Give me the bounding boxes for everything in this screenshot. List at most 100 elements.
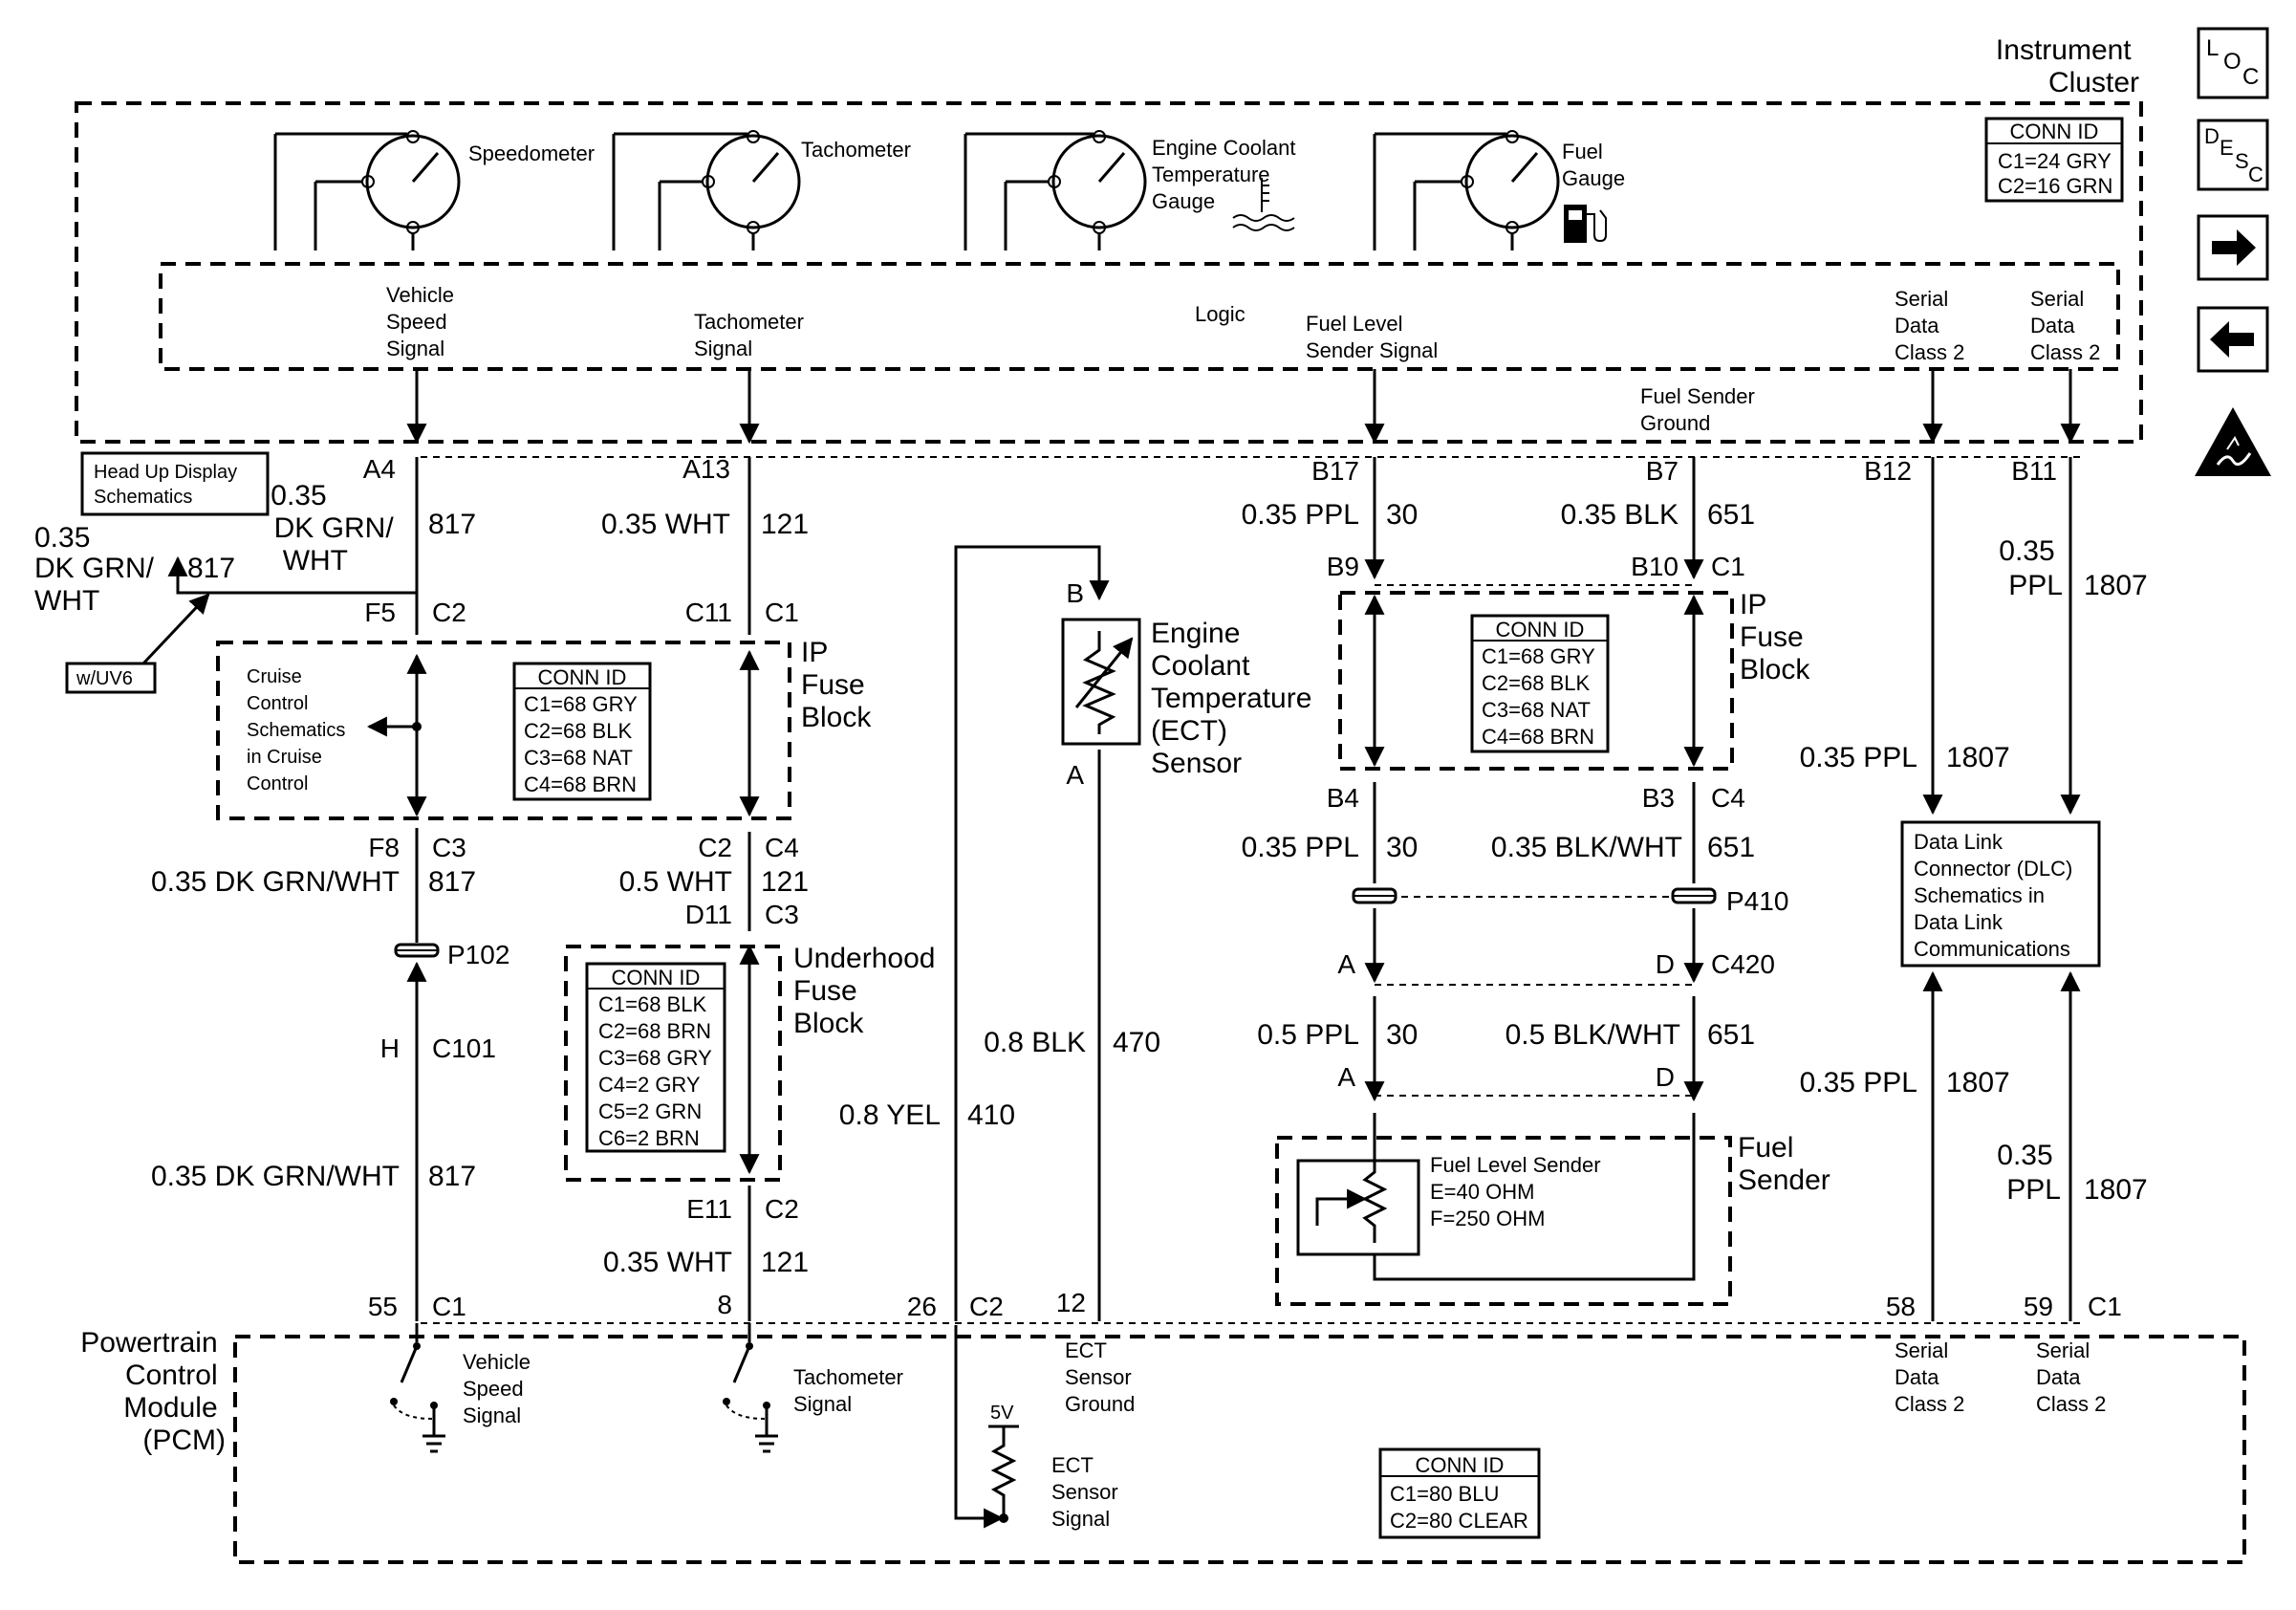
- svg-text:C1: C1: [1711, 552, 1745, 581]
- svg-text:CONN ID: CONN ID: [1416, 1453, 1505, 1477]
- svg-text:B17: B17: [1311, 456, 1359, 486]
- svg-text:0.35 BLK/WHT: 0.35 BLK/WHT: [1491, 832, 1682, 863]
- svg-text:B10: B10: [1631, 552, 1679, 581]
- svg-text:C1: C1: [765, 598, 799, 627]
- svg-text:C: C: [2242, 64, 2259, 90]
- svg-text:L: L: [2206, 35, 2219, 61]
- svg-text:C2: C2: [698, 833, 732, 862]
- tachometer-gauge: Tachometer: [612, 130, 911, 250]
- svg-text:D: D: [1656, 1062, 1675, 1092]
- svg-text:C101: C101: [432, 1033, 496, 1063]
- svg-text:Underhood Fuse Blo: Underhood Fuse Block: [793, 943, 943, 1039]
- pcm-tach-label: Tachometer Signal: [793, 1365, 909, 1416]
- svg-text:F8: F8: [368, 833, 400, 862]
- svg-text:C2=68 BRN: C2=68 BRN: [598, 1019, 711, 1043]
- svg-text:0.35 DK GRN/WHT: 0.35 DK GRN/WHT: [151, 1161, 400, 1192]
- loc-icon[interactable]: L O C: [2197, 27, 2269, 99]
- back-arrow-icon[interactable]: [2197, 306, 2269, 373]
- svg-text:C1=68 BLK: C1=68 BLK: [598, 992, 706, 1016]
- svg-text:C2=68 BLK: C2=68 BLK: [524, 719, 632, 743]
- ect-sensor: Engine Coolant Temperature (ECT) Sensor: [1061, 618, 1311, 779]
- svg-text:0.35 WHT: 0.35 WHT: [601, 509, 730, 540]
- cluster-serial1-label: Serial Data Class 2: [1895, 287, 1964, 364]
- svg-text:1807: 1807: [2084, 1174, 2148, 1206]
- svg-text:121: 121: [761, 866, 809, 898]
- svg-text:C4=68 BRN: C4=68 BRN: [524, 772, 637, 796]
- pcm-serial1-label: Serial Data Class 2: [1895, 1338, 1964, 1416]
- pin-labels: A4 A13 B17 B7 B12 B11 F5 C2 C11 C1 F8 C3…: [363, 454, 2122, 1321]
- svg-text:C3=68 NAT: C3=68 NAT: [1482, 698, 1591, 722]
- svg-text:Head Up Display Schemati: Head Up Display Schematics: [94, 462, 243, 508]
- uv6-note: w/UV6: [65, 593, 210, 694]
- cluster-vss-label: Vehicle Speed Signal: [386, 283, 460, 360]
- svg-text:0.5 WHT: 0.5 WHT: [619, 866, 732, 898]
- svg-text:0.35 PPL: 0.35 PPL: [1999, 535, 2063, 601]
- cluster-fuel-level-label: Fuel Level Sender Signal: [1306, 312, 1438, 362]
- svg-text:A: A: [1337, 1062, 1355, 1092]
- svg-text:C2: C2: [969, 1292, 1004, 1321]
- svg-text:0.8 YEL: 0.8 YEL: [839, 1099, 941, 1131]
- svg-text:C11: C11: [685, 598, 732, 627]
- svg-text:C1=80 BLU: C1=80 BLU: [1390, 1482, 1499, 1506]
- desc-icon[interactable]: D E S C: [2197, 119, 2269, 191]
- tachometer-label: Tachometer: [801, 138, 911, 162]
- svg-text:H: H: [380, 1033, 400, 1063]
- svg-text:1807: 1807: [2084, 570, 2148, 601]
- svg-text:D11: D11: [685, 900, 732, 929]
- speedometer-gauge: Speedometer: [273, 130, 595, 250]
- svg-text:817: 817: [428, 1161, 476, 1192]
- svg-text:CONN ID: CONN ID: [1496, 618, 1585, 642]
- instrument-cluster-title: Instrument Cluster: [1996, 34, 2139, 98]
- ip-fuse-block-left: IP Fuse Block Cruise Control Schematics …: [216, 637, 872, 820]
- svg-text:C3: C3: [765, 900, 799, 929]
- svg-text:12: 12: [1056, 1288, 1086, 1317]
- pcm-title: Powertrain Control Module (PCM): [80, 1327, 226, 1456]
- svg-text:0.35 PPL: 0.35 PPL: [1242, 832, 1359, 863]
- svg-text:410: 410: [967, 1099, 1015, 1131]
- svg-text:IP Fuse Block: IP Fuse Block: [1740, 589, 1811, 685]
- svg-text:C2: C2: [432, 598, 466, 627]
- svg-text:C2=68 BLK: C2=68 BLK: [1482, 671, 1590, 695]
- svg-text:Data Link Connector (DLC: Data Link Connector (DLC) Schematics in …: [1914, 830, 2078, 961]
- pcm-module: Powertrain Control Module (PCM) Vehicle …: [80, 1323, 2246, 1564]
- ip-right-conn-id: CONN ID C1=68 GRY C2=68 BLK C3=68 NAT C4…: [1470, 614, 1610, 753]
- next-arrow-icon[interactable]: [2197, 214, 2269, 281]
- svg-text:59: 59: [2024, 1292, 2053, 1321]
- svg-text:0.35 DK GRN/ WHT: 0.35 DK GRN/ WHT: [271, 480, 401, 577]
- fuel-gauge: Fuel Gauge: [1373, 130, 1625, 250]
- svg-text:D: D: [1656, 949, 1675, 979]
- svg-text:651: 651: [1707, 499, 1755, 531]
- esd-warning-icon: [2195, 407, 2271, 476]
- svg-text:A: A: [1337, 949, 1355, 979]
- svg-text:0.5 PPL: 0.5 PPL: [1257, 1019, 1359, 1051]
- svg-text:w/UV6: w/UV6: [76, 668, 133, 689]
- svg-text:C2=80 CLEAR: C2=80 CLEAR: [1390, 1509, 1528, 1533]
- svg-text:817: 817: [428, 509, 476, 540]
- svg-text:S: S: [2235, 149, 2249, 173]
- ip-fuse-block-right: IP Fuse Block CONN ID C1=68 GRY C2=68 BL…: [1338, 589, 1811, 771]
- hud-schematics-box: Head Up Display Schematics: [80, 451, 270, 516]
- circuit-410-470: [954, 545, 1110, 1321]
- svg-text:30: 30: [1386, 1019, 1418, 1051]
- svg-text:C6=2 BRN: C6=2 BRN: [598, 1126, 700, 1150]
- pcm-ect-ground-label: ECT Sensor Ground: [1065, 1338, 1137, 1416]
- svg-text:0.8 BLK: 0.8 BLK: [984, 1027, 1086, 1058]
- svg-text:C1=24 GRY: C1=24 GRY: [1998, 149, 2112, 173]
- svg-text:E11: E11: [686, 1194, 732, 1224]
- svg-text:A: A: [1066, 760, 1084, 790]
- svg-text:651: 651: [1707, 832, 1755, 863]
- svg-text:26: 26: [907, 1292, 937, 1321]
- svg-text:B11: B11: [2011, 456, 2057, 486]
- svg-text:817: 817: [187, 553, 235, 584]
- svg-text:30: 30: [1386, 499, 1418, 531]
- svg-text:C1=68 GRY: C1=68 GRY: [524, 692, 638, 716]
- svg-text:470: 470: [1113, 1027, 1160, 1058]
- pcm-serial2-label: Serial Data Class 2: [2036, 1338, 2106, 1416]
- svg-text:58: 58: [1886, 1292, 1916, 1321]
- svg-text:C1=68 GRY: C1=68 GRY: [1482, 644, 1595, 668]
- cluster-conn-id: CONN ID C1=24 GRY C2=16 GRN: [1984, 117, 2124, 203]
- instrument-cluster: Instrument Cluster Logic CONN ID C1=24 G…: [75, 34, 2143, 444]
- svg-text:30: 30: [1386, 832, 1418, 863]
- svg-text:C420: C420: [1711, 949, 1775, 979]
- svg-text:0.35 WHT: 0.35 WHT: [603, 1247, 732, 1278]
